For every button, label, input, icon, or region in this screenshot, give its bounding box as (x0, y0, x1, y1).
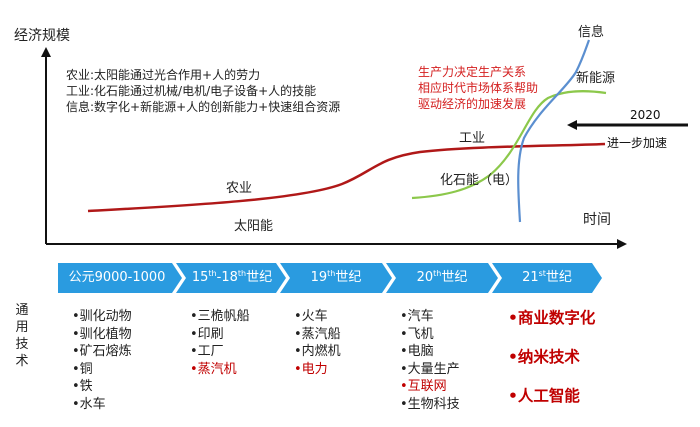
technology-item: •水车 (72, 396, 106, 412)
era-label-19-century: 19th世纪 (310, 269, 362, 286)
annotation-line-2: 相应时代市场体系帮助 (418, 80, 538, 95)
technology-item: •商业数字化 (508, 309, 596, 327)
y-axis-label: 经济规模 (14, 28, 70, 44)
technology-item: •矿石熔炼 (72, 344, 132, 359)
agriculture-label: 农业 (226, 181, 252, 196)
era-chevron-5 (492, 263, 602, 293)
technology-item: •蒸汽船 (294, 326, 341, 342)
era-label-21-century: 21st世纪 (522, 269, 572, 286)
era-chevron-3 (280, 263, 392, 293)
fossil-energy-label: 化石能（电） (440, 173, 518, 188)
era-timeline (58, 263, 602, 293)
technology-item: •人工智能 (508, 387, 580, 405)
technology-item: •铜 (72, 361, 93, 377)
industry-label: 工业 (459, 131, 485, 146)
technology-item: •铁 (72, 379, 93, 394)
era-chevron-2 (176, 263, 286, 293)
technology-item: •电力 (294, 361, 328, 377)
technology-item: •驯化动物 (72, 309, 132, 324)
x-axis-label: 时间 (583, 212, 611, 228)
information-curve (517, 39, 591, 223)
legend-line-agriculture: 农业:太阳能通过光合作用+人的劳力 (66, 67, 260, 82)
technology-item: •纳米技术 (508, 348, 580, 366)
tech-list-21-century: •商业数字化 •纳米技术 •人工智能 (508, 308, 595, 425)
technology-item: •三桅帆船 (190, 309, 250, 324)
technology-item: •生物科技 (400, 396, 460, 412)
legend-line-industry: 工业:化石能通过机械/电机/电子设备+人的技能 (66, 83, 316, 98)
agriculture-curve (87, 142, 606, 213)
annotation-line-3: 驱动经济的加速发展 (418, 96, 526, 111)
year-2020-label: 2020 (630, 108, 661, 122)
technology-item: •驯化植物 (72, 326, 132, 342)
technology-item: •飞机 (400, 326, 434, 342)
tech-list-15-18-century: •三桅帆船 •印刷 •工厂 •蒸汽机 (190, 308, 250, 378)
tech-list-20-century: •汽车 •飞机 •电脑 •大量生产 •互联网 •生物科技 (400, 308, 460, 413)
further-acceleration-label: 进一步加速 (607, 136, 667, 150)
era-label-ancient: 公元9000-1000 (68, 270, 166, 285)
tech-list-ancient: •驯化动物 •驯化植物 •矿石熔炼 •铜 •铁 •水车 (72, 308, 132, 413)
solar-energy-label: 太阳能 (234, 219, 273, 234)
technology-item: •火车 (294, 309, 328, 324)
technology-item: •工厂 (190, 344, 224, 359)
technology-item: •汽车 (400, 309, 434, 324)
era-chevron-4 (386, 263, 498, 293)
legend-line-information: 信息:数字化+新能源+人的创新能力+快速组合资源 (66, 99, 340, 114)
era-label-15-18-century: 15th-18th世纪 (191, 269, 273, 286)
era-label-20-century: 20th世纪 (416, 269, 468, 286)
technology-item: •印刷 (190, 326, 224, 342)
technology-item: •互联网 (400, 379, 447, 394)
information-label: 信息 (578, 24, 604, 40)
annotation-line-1: 生产力决定生产关系 (418, 64, 526, 79)
technology-item: •蒸汽机 (190, 361, 237, 377)
technology-item: •内燃机 (294, 344, 341, 359)
technology-item: •电脑 (400, 344, 434, 359)
technology-item: •大量生产 (400, 361, 460, 377)
fossil-energy-curve (411, 90, 607, 200)
new-energy-label: 新能源 (576, 70, 615, 86)
general-technology-label: 通用技术 (15, 303, 29, 369)
tech-list-19-century: •火车 •蒸汽船 •内燃机 •电力 (294, 308, 341, 378)
era-chevron-1 (58, 263, 182, 293)
